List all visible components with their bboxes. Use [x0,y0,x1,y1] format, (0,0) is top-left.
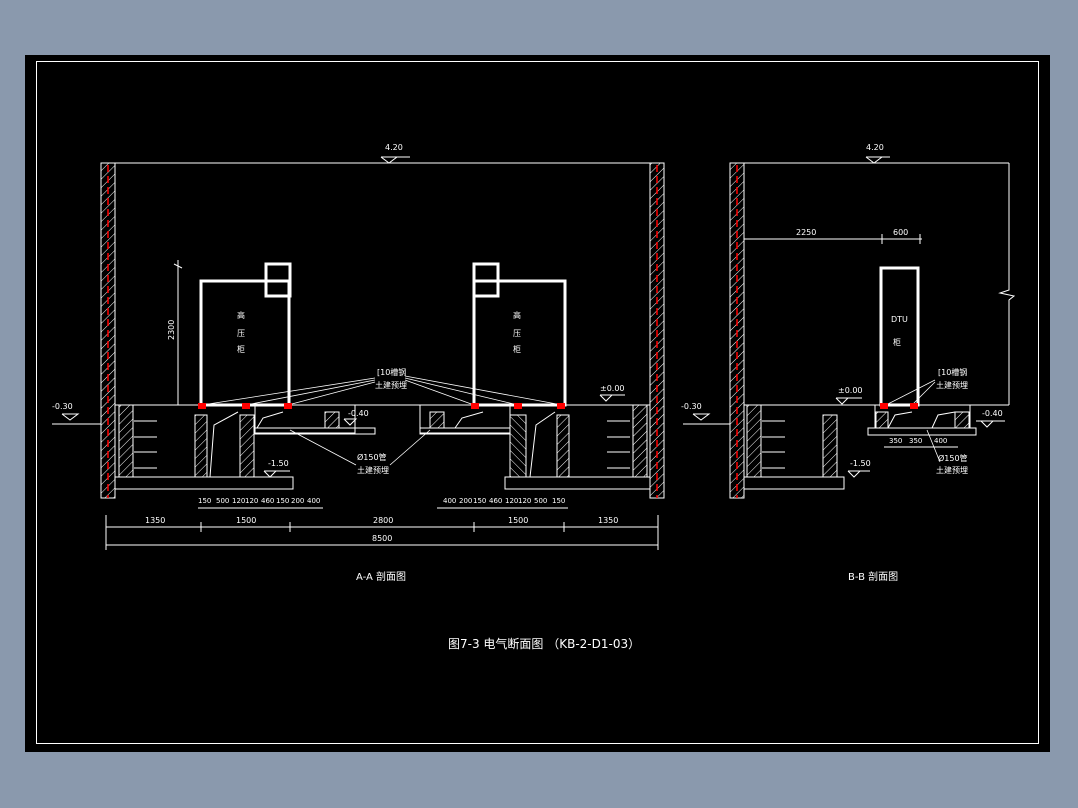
pipe-note-2: 土建预埋 [357,465,389,475]
drawing-canvas[interactable]: 4.20 4.20 2300 高 压 柜 高 压 柜 [10槽钢 土建预埋 Ø1… [25,55,1050,752]
dim: 500 [216,497,229,505]
trench-elevation: -0.40 [982,409,1003,418]
dim: 150 [473,497,486,505]
dim: 150 [198,497,211,505]
pipe-note: Ø150管 [357,452,387,462]
dim: 350 [889,437,902,445]
dtu-label: DTU [891,315,908,324]
hv-cabinet-right [472,279,567,407]
outdoor-elevation: -0.30 [52,402,73,411]
pit-elevation: -1.50 [850,459,871,468]
floor-elevation: ±0.00 [838,386,863,395]
dtu-cabinet [879,266,920,407]
dim: 200 [291,497,304,505]
cabinet-label-char: 高 [237,310,245,320]
dim: 400 [934,437,947,445]
aa-top-elevation: 4.20 [385,143,403,152]
cabinet-label-char: 压 [237,329,245,338]
dim: 460 [489,497,502,505]
section-bb-title: B-B 剖面图 [848,570,898,583]
dim: 150 [552,497,565,505]
channel-note-2: 土建预埋 [375,380,407,390]
dim: 1350 [145,516,165,525]
dim: 2800 [373,516,393,525]
dim: 350 [909,437,922,445]
cabinet-height-dim: 2300 [167,320,176,340]
cabinet-label-char: 高 [513,310,521,320]
dim: 120 [245,497,258,505]
total-dim: 8500 [372,534,392,543]
channel-steel-markers-aa [198,403,565,409]
drawing-frame [36,61,1039,744]
section-bb [683,156,1016,499]
channel-note: [10槽钢 [938,367,967,377]
pit-elevation: -1.50 [268,459,289,468]
dim: 500 [534,497,547,505]
bb-top-elevation: 4.20 [866,143,884,152]
dim: 600 [893,228,908,237]
dim: 2250 [796,228,816,237]
dim: 150 [276,497,289,505]
dim: 400 [307,497,320,505]
section-aa [52,156,665,550]
floor-elevation: ±0.00 [600,384,625,393]
cabinet-label-char: 柜 [237,344,245,354]
trench-elevation: -0.40 [348,409,369,418]
hv-cabinet-left [199,279,291,407]
pipe-note-2: 土建预埋 [936,465,968,475]
section-aa-title: A-A 剖面图 [356,570,406,583]
figure-caption: 图7-3 电气断面图 （KB-2-D1-03） [448,636,640,651]
dim: 120 [518,497,531,505]
dim: 120 [232,497,245,505]
dim: 400 [443,497,456,505]
cad-drawing: 4.20 4.20 2300 高 压 柜 高 压 柜 [10槽钢 土建预埋 Ø1… [52,143,1016,651]
pipe-note: Ø150管 [938,453,968,463]
dtu-label: 柜 [893,337,901,347]
channel-note-2: 土建预埋 [936,380,968,390]
dim: 1500 [236,516,256,525]
dim: 1500 [508,516,528,525]
outdoor-elevation: -0.30 [681,402,702,411]
cabinet-label-char: 压 [513,329,521,338]
channel-steel-markers-bb [880,403,918,409]
dim: 200 [459,497,472,505]
dim: 1350 [598,516,618,525]
cabinet-label-char: 柜 [513,344,521,354]
channel-note: [10槽钢 [377,367,406,377]
dim: 460 [261,497,274,505]
dim: 120 [505,497,518,505]
